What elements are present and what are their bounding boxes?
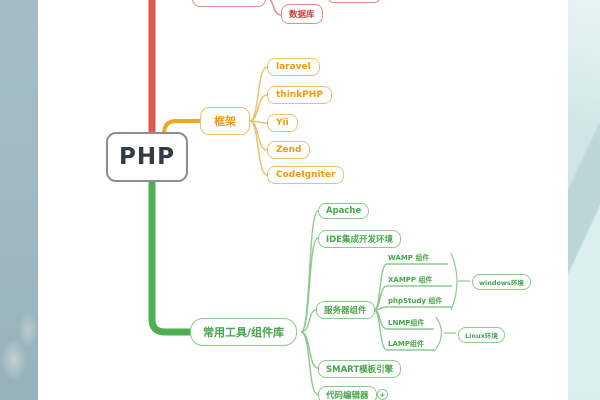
collapse-indicator[interactable]: +: [377, 389, 388, 400]
topic-ide[interactable]: IDE集成开发环境: [318, 230, 402, 248]
topic-server-components[interactable]: 服务器组件: [316, 301, 375, 319]
topic-smart-template[interactable]: SMART模板引擎: [318, 360, 402, 378]
topic-common-tools[interactable]: 常用工具/组件库: [190, 318, 298, 346]
topic-codeigniter[interactable]: CodeIgniter: [267, 166, 345, 184]
topic-lamp[interactable]: LAMP组件: [388, 340, 424, 348]
topic-lnmp[interactable]: LNMP组件: [388, 319, 425, 327]
cutoff-topic-node[interactable]: [192, 0, 266, 7]
topic-laravel[interactable]: laravel: [267, 58, 320, 76]
topic-yii[interactable]: Yii: [267, 114, 298, 132]
topic-xampp[interactable]: XAMPP 组件: [388, 276, 433, 284]
topic-apache[interactable]: Apache: [318, 203, 370, 219]
summary-windows-env[interactable]: windows环境: [472, 274, 531, 290]
topic-thinkphp[interactable]: thinkPHP: [267, 86, 332, 104]
background-photo-right-edge: [568, 0, 600, 400]
topic-database[interactable]: 数据库: [281, 4, 323, 24]
topic-phpstudy[interactable]: phpStudy 组件: [388, 297, 443, 305]
topic-code-editor[interactable]: 代码编辑器: [318, 386, 377, 400]
topic-wamp[interactable]: WAMP 组件: [388, 254, 430, 262]
topic-zend[interactable]: Zend: [267, 141, 311, 159]
cutoff-topic-node[interactable]: [327, 0, 381, 3]
topic-framework[interactable]: 框架: [200, 107, 250, 135]
summary-linux-env[interactable]: Linux环境: [458, 327, 505, 343]
background-photo-left-edge: [0, 0, 38, 400]
root-topic-php[interactable]: PHP: [106, 132, 188, 182]
